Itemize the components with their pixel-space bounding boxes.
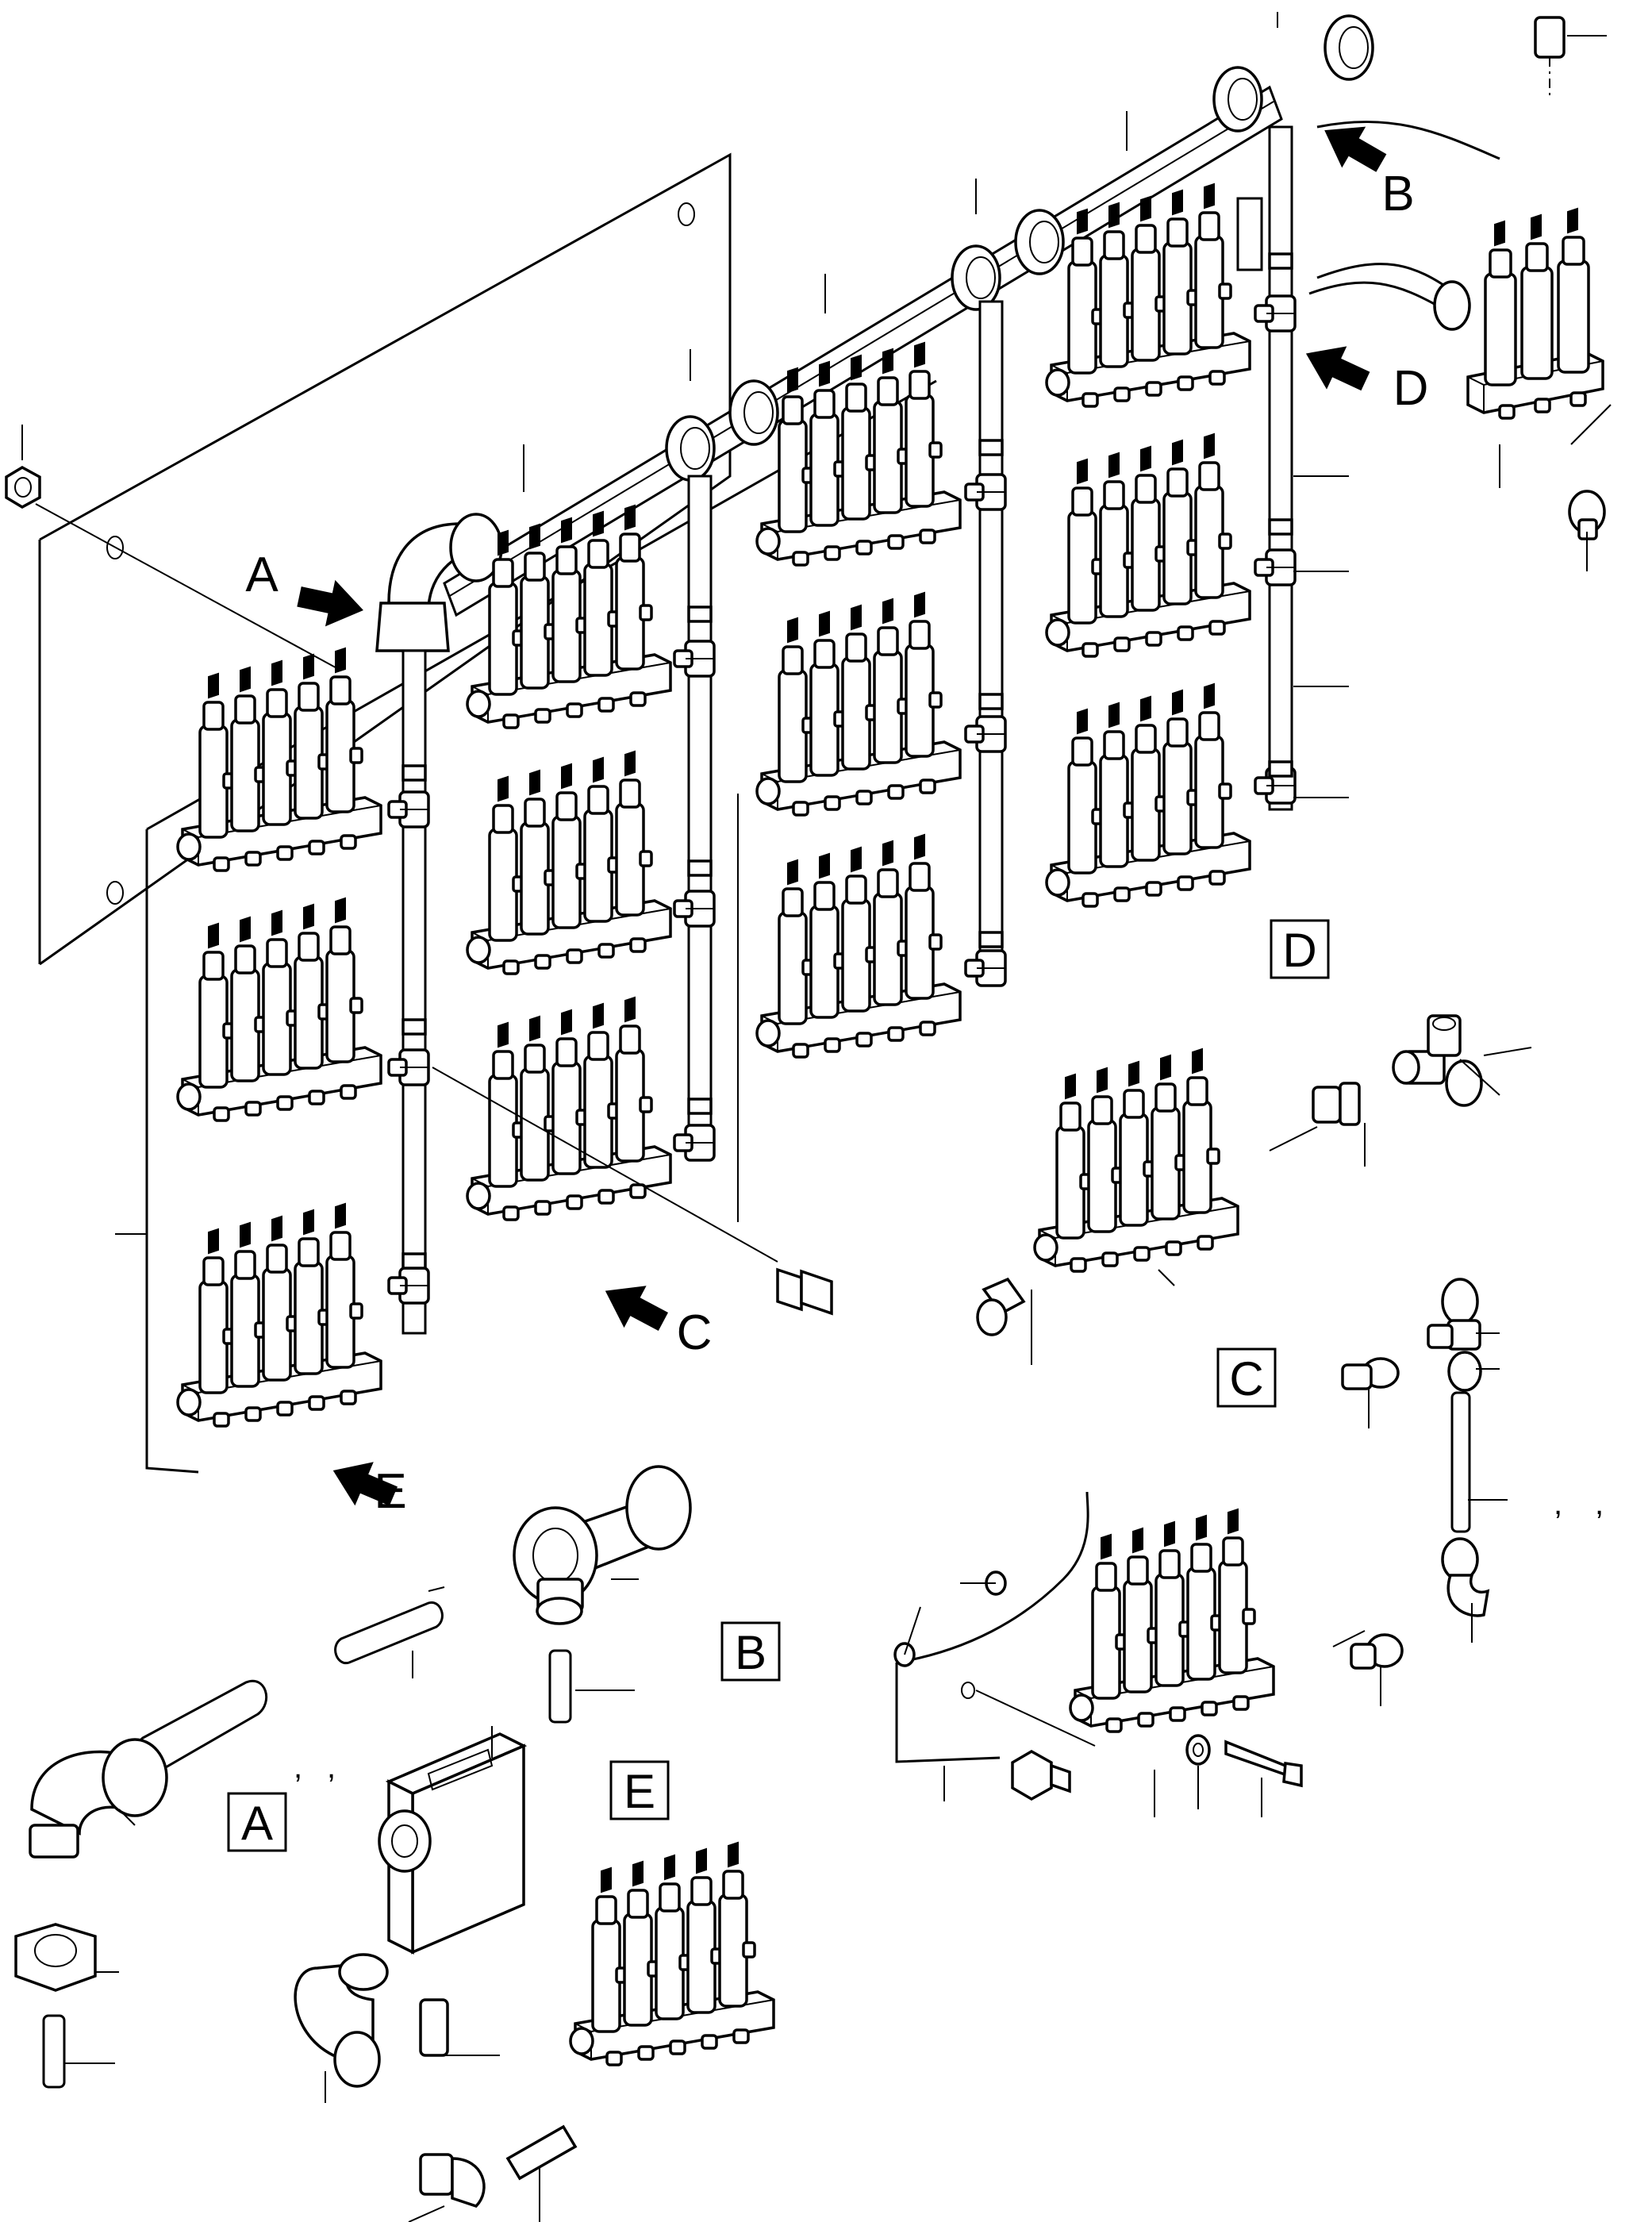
callout-c-label: C (677, 1305, 713, 1360)
detail-e-label: E (624, 1765, 655, 1818)
callout-arrow-d-icon (1297, 333, 1375, 402)
detail-e-box (609, 1760, 670, 1820)
detail-a-label: A (241, 1797, 273, 1850)
detail-b-box (720, 1621, 781, 1682)
detail-c-separator-2: , (1595, 1486, 1604, 1521)
detail-c-box (1216, 1347, 1277, 1408)
callout-a-label: A (245, 548, 279, 602)
callout-arrow-a-icon (294, 574, 368, 633)
detail-a-box (227, 1792, 287, 1852)
detail-b-label: B (735, 1626, 766, 1679)
callout-arrow-c-icon (595, 1271, 674, 1342)
detail-a-separator-1: , (294, 1750, 302, 1785)
detail-d-box (1270, 919, 1330, 979)
detail-c-separator-1: , (1554, 1486, 1562, 1521)
callout-d-label: D (1393, 361, 1429, 416)
detail-c-label: C (1229, 1352, 1263, 1405)
callout-b-label: B (1381, 167, 1414, 221)
detail-d-label: D (1282, 924, 1316, 977)
detail-a-separator-2: , (327, 1750, 336, 1785)
callout-e-label: E (374, 1464, 406, 1519)
